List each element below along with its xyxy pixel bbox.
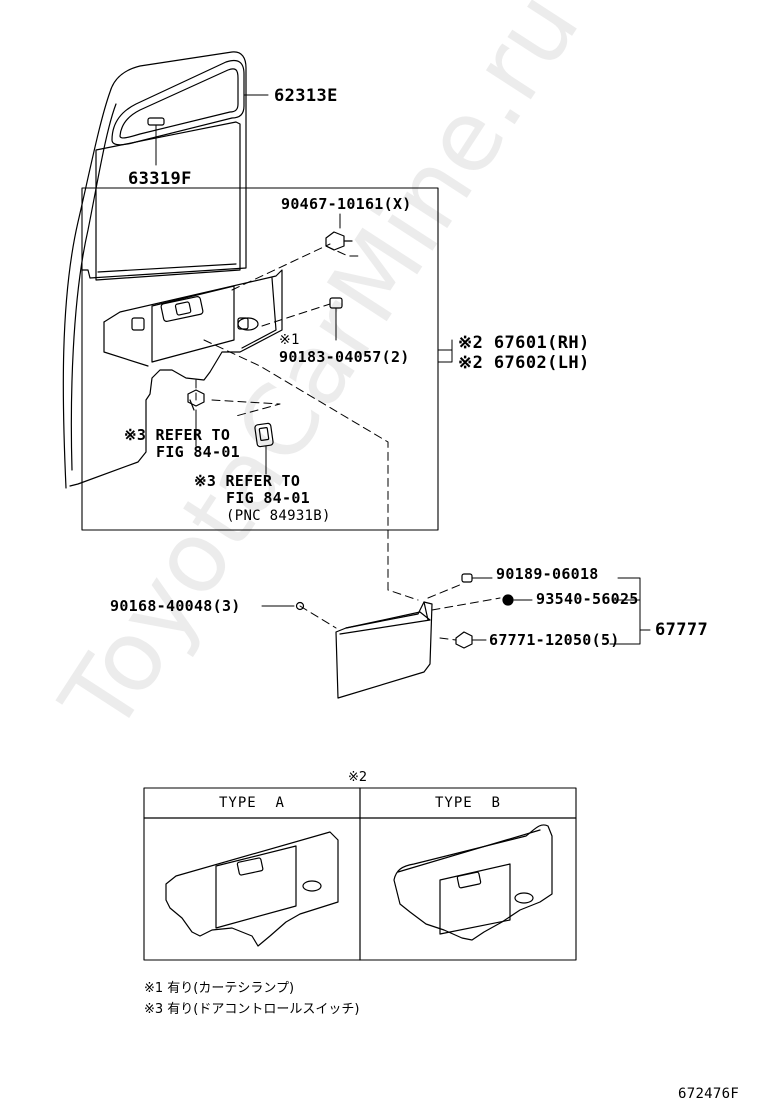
label-93540: 93540-56025 [536,590,639,608]
type-a-panel [165,831,339,947]
screw-90168 [295,601,305,611]
header-type-a: TYPE A [218,795,285,811]
label-mark2: ※2 [348,770,368,785]
note-1: ※1 有り(カーテシランプ) [144,981,295,996]
door-inner-panel [95,121,241,281]
label-mark1: ※1 [279,332,300,348]
label-90467: 90467-10161(X) [281,195,412,213]
lower-trim-67777 [335,601,433,699]
label-62313E: 62313E [274,86,338,106]
header-type-b: TYPE B [434,795,501,811]
note-3: ※3 有り(ドアコントロールスイッチ) [144,1002,360,1017]
switch [254,422,274,448]
label-63319F: 63319F [128,169,192,189]
pocket [151,285,235,363]
pin-90183 [329,297,343,309]
window-frame-62313E [111,59,245,146]
assembly-box [81,187,439,531]
label-90168: 90168-40048(3) [110,597,241,615]
label-ref2-line3: (PNC 84931B) [226,508,331,524]
label-67601: ※2 67601(RH) [458,333,590,353]
label-ref1-line2: FIG 84-01 [156,443,240,461]
clip-63319F [147,117,165,126]
label-67602: ※2 67602(LH) [458,353,590,373]
figure-id: 672476F [678,1086,740,1102]
screw [187,389,205,407]
label-90189: 90189-06018 [496,565,599,583]
door-inner-line [70,103,117,471]
door-outline [62,51,247,489]
label-67777: 67777 [655,620,709,640]
label-ref2-line2: FIG 84-01 [226,489,310,507]
handle-bezel [160,295,204,323]
type-b-panel [393,824,553,941]
door-trim-panel [69,269,283,487]
label-ref1-line1: ※3 REFER TO [124,426,231,444]
screw-93540 [502,594,514,606]
label-90183: 90183-04057(2) [279,348,410,366]
clip-67771 [455,631,473,649]
label-ref2-line1: ※3 REFER TO [194,472,301,490]
clip-90189 [461,573,473,583]
label-67771: 67771-12050(5) [489,631,620,649]
